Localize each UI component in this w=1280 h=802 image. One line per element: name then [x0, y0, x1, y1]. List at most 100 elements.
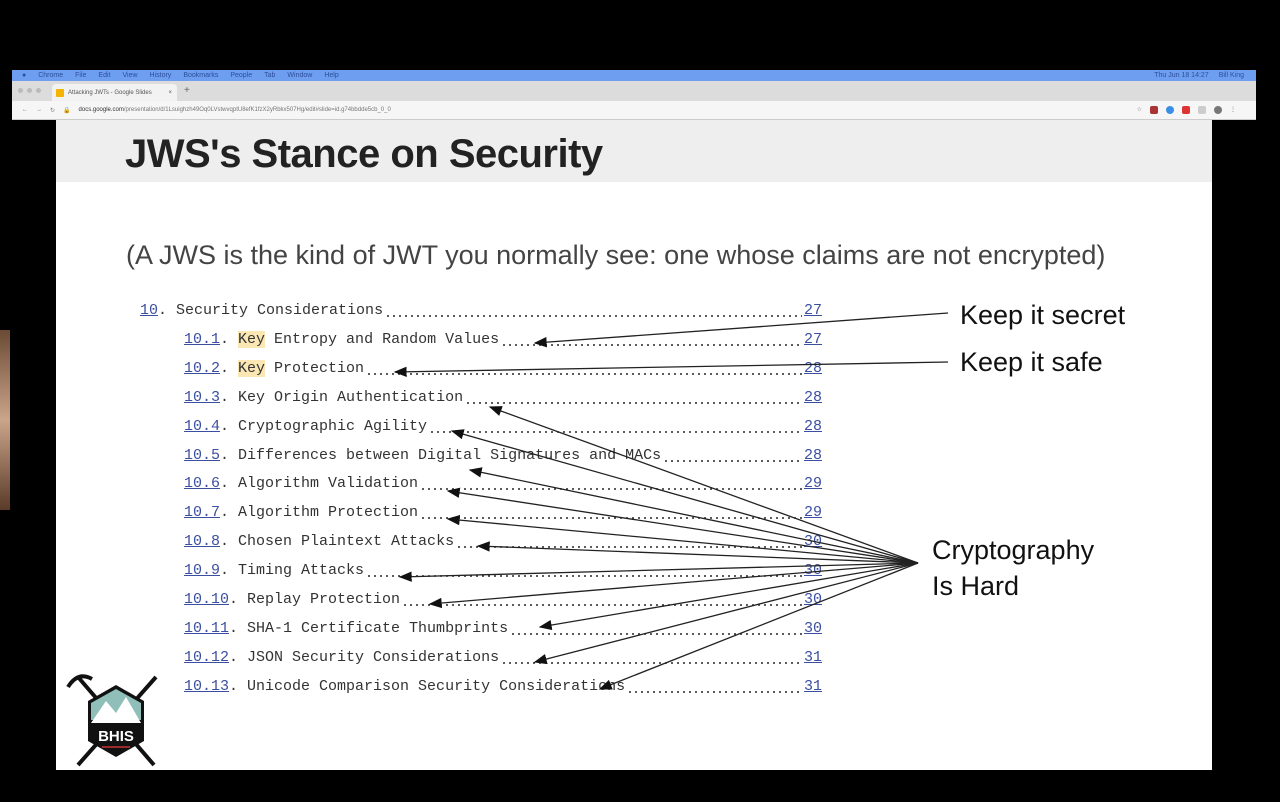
toc-sep: . [158, 302, 177, 319]
toc-page-link[interactable]: 29 [803, 475, 822, 493]
toc-page-link[interactable]: 30 [803, 619, 822, 637]
toc-title: Timing Attacks [238, 562, 365, 580]
slide-subtitle: (A JWS is the kind of JWT you normally s… [126, 240, 1106, 270]
browser-tab[interactable]: Attacking JWTs - Google Slides × [52, 84, 177, 101]
toc-sep: . [220, 446, 239, 464]
menu-window[interactable]: Window [287, 72, 313, 79]
toc-section-link[interactable]: 10.5 [184, 446, 221, 464]
dot-leader [627, 689, 802, 694]
toc-entry: 10.7. Algorithm Protection 29 [184, 504, 822, 524]
extension-icon[interactable] [1182, 106, 1190, 114]
toc-page-link[interactable]: 31 [803, 677, 822, 695]
toc-section-link[interactable]: 10.11 [184, 619, 230, 637]
toc-section-link[interactable]: 10.8 [184, 533, 221, 551]
toc-page-link[interactable]: 27 [803, 330, 822, 348]
lock-icon: 🔒 [63, 107, 71, 114]
annotation-arrow [598, 562, 919, 690]
toc-entry: 10.3. Key Origin Authentication 28 [184, 389, 822, 409]
user-name[interactable]: Bill King [1218, 72, 1244, 79]
annotation-arrow [393, 361, 949, 377]
menu-tab[interactable]: Tab [264, 72, 276, 79]
toc-section-link[interactable]: 10.13 [184, 677, 230, 695]
toc-title: Cryptographic Agility [238, 417, 428, 435]
toc-entry: 10. Security Considerations 27 [140, 302, 822, 322]
toc-title: JSON Security Considerations [247, 648, 500, 666]
toc-section-link[interactable]: 10.1 [184, 330, 221, 348]
toc-page-link[interactable]: 29 [803, 504, 822, 522]
menu-file[interactable]: File [75, 72, 87, 79]
forward-icon[interactable]: → [36, 107, 42, 113]
toc-section-link[interactable]: 10.4 [184, 417, 221, 435]
annotation-arrow [398, 562, 919, 582]
menu-people[interactable]: People [230, 72, 253, 79]
menu-edit[interactable]: Edit [98, 72, 111, 79]
toc-sep: . [229, 677, 248, 695]
toc-title: Replay Protection [247, 591, 401, 608]
dot-leader [456, 545, 802, 550]
extension-icon[interactable] [1150, 106, 1158, 114]
annotation-arrow [476, 541, 919, 564]
highlighted-word: Key [238, 359, 266, 377]
menu-chrome[interactable]: Chrome [38, 72, 64, 79]
annotation-arrow [533, 312, 949, 348]
back-icon[interactable]: ← [22, 107, 28, 113]
toc-sep: . [220, 388, 239, 406]
profile-icon[interactable] [1214, 106, 1222, 114]
menu-kebab-icon[interactable]: ⋮ [1230, 107, 1236, 113]
dot-leader [366, 371, 802, 376]
menu-bookmarks[interactable]: Bookmarks [183, 72, 219, 79]
annotation-arrow [428, 562, 919, 609]
toc-page-link[interactable]: 27 [803, 302, 822, 319]
annotation-arrow [533, 562, 919, 665]
url-input[interactable]: docs.google.com/presentation/d/1Lsuighzh… [78, 107, 391, 113]
tab-bar: Attacking JWTs - Google Slides × + [12, 81, 1256, 101]
toc-section-link[interactable]: 10.3 [184, 388, 221, 406]
new-tab-button[interactable]: + [184, 85, 190, 96]
window-controls[interactable] [18, 88, 41, 93]
close-tab-icon[interactable]: × [168, 89, 172, 96]
dot-leader [465, 400, 802, 405]
slide-title: JWS's Stance on Security [125, 132, 603, 176]
toc-title: Algorithm Protection [238, 504, 419, 522]
menu-view[interactable]: View [122, 72, 138, 79]
toc-section-link[interactable]: 10.7 [184, 504, 221, 522]
menu-help[interactable]: Help [324, 72, 339, 79]
apple-icon[interactable]: ● [22, 72, 27, 79]
extension-icon[interactable] [1198, 106, 1206, 114]
toc-section-link[interactable]: 10.12 [184, 648, 230, 666]
toc-section-link[interactable]: 10.6 [184, 475, 221, 493]
toc-title: Security Considerations [176, 302, 384, 319]
bhis-logo: BHIS [66, 674, 158, 767]
menu-history[interactable]: History [149, 72, 172, 79]
toc-sep: . [220, 359, 239, 377]
toc-sep: . [220, 504, 239, 522]
toc-page-link[interactable]: 30 [803, 591, 822, 608]
toc-section-link[interactable]: 10.10 [184, 591, 230, 608]
bookmark-star-icon[interactable]: ☆ [1136, 107, 1142, 113]
dot-leader [429, 429, 802, 434]
toc-sep: . [220, 417, 239, 435]
extension-icon[interactable] [1166, 106, 1174, 114]
toc-entry: 10.13. Unicode Comparison Security Consi… [184, 678, 822, 698]
clock[interactable]: Thu Jun 18 14:27 [1154, 72, 1209, 79]
toc-sep: . [229, 591, 248, 608]
toc-page-link[interactable]: 28 [803, 446, 822, 464]
label-keep-safe: Keep it safe [960, 347, 1103, 377]
dot-leader [501, 660, 802, 665]
toc-title: Key Origin Authentication [238, 388, 464, 406]
dot-leader [366, 574, 802, 579]
toc-section-link[interactable]: 10 [140, 302, 159, 319]
annotation-arrow [468, 467, 919, 564]
toc-section-link[interactable]: 10.9 [184, 562, 221, 580]
toc-sep: . [229, 619, 248, 637]
reload-icon[interactable]: ↻ [50, 107, 56, 114]
toc-page-link[interactable]: 28 [803, 417, 822, 435]
toc-page-link[interactable]: 31 [803, 648, 822, 666]
toc-page-link[interactable]: 28 [803, 388, 822, 406]
annotation-arrow [450, 429, 919, 564]
toc-section-link[interactable]: 10.2 [184, 359, 221, 377]
